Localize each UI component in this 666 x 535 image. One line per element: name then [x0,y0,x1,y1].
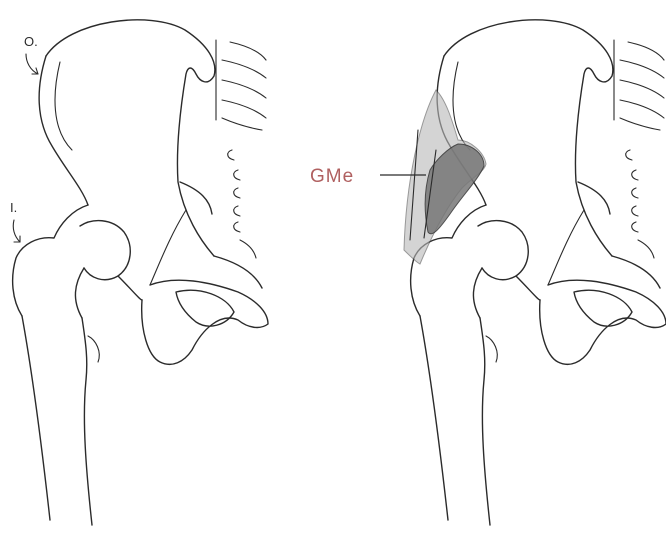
insertion-marker-label: I. [10,200,17,215]
left-hip-drawing [13,20,268,525]
curved-arrow-icon [26,54,38,74]
origin-marker-label: O. [24,34,38,49]
curved-arrow-icon [13,220,20,242]
right-hip-drawing [411,20,666,525]
muscle-label-gme: GMe [310,166,354,187]
